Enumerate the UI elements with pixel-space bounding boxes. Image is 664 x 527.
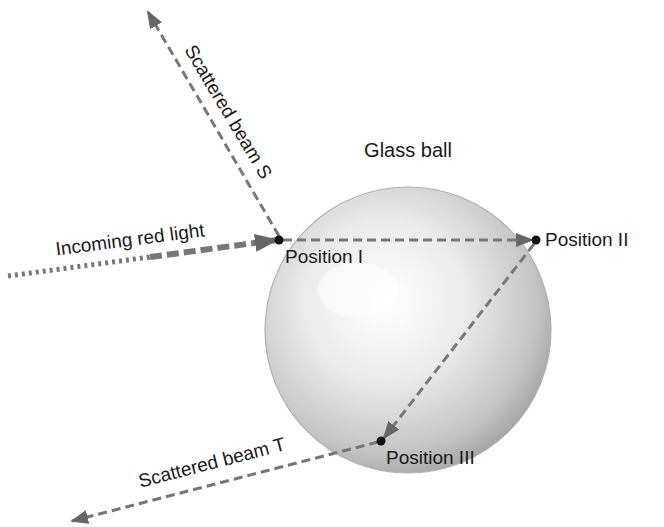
internal-beam — [283, 239, 532, 242]
position-dot — [377, 437, 386, 446]
position-dot — [532, 236, 541, 245]
glass-ball: Glass ball — [262, 138, 554, 480]
position-label: Position II — [545, 229, 628, 251]
incoming-beam — [8, 257, 150, 276]
position-label: Position III — [386, 447, 475, 469]
ball-shape — [265, 187, 551, 473]
beam-label: Incoming red light — [54, 219, 206, 260]
position-label: Position I — [285, 246, 363, 268]
internal-beam — [384, 244, 534, 438]
scattered-beam — [148, 12, 279, 236]
beam-label: Scattered beam T — [136, 433, 287, 492]
ball-highlight — [318, 262, 398, 318]
ball-heading: Glass ball — [262, 138, 554, 162]
position-dot — [275, 236, 284, 245]
beam-label: Scattered beam S — [180, 41, 277, 183]
ball-outline — [262, 138, 554, 480]
